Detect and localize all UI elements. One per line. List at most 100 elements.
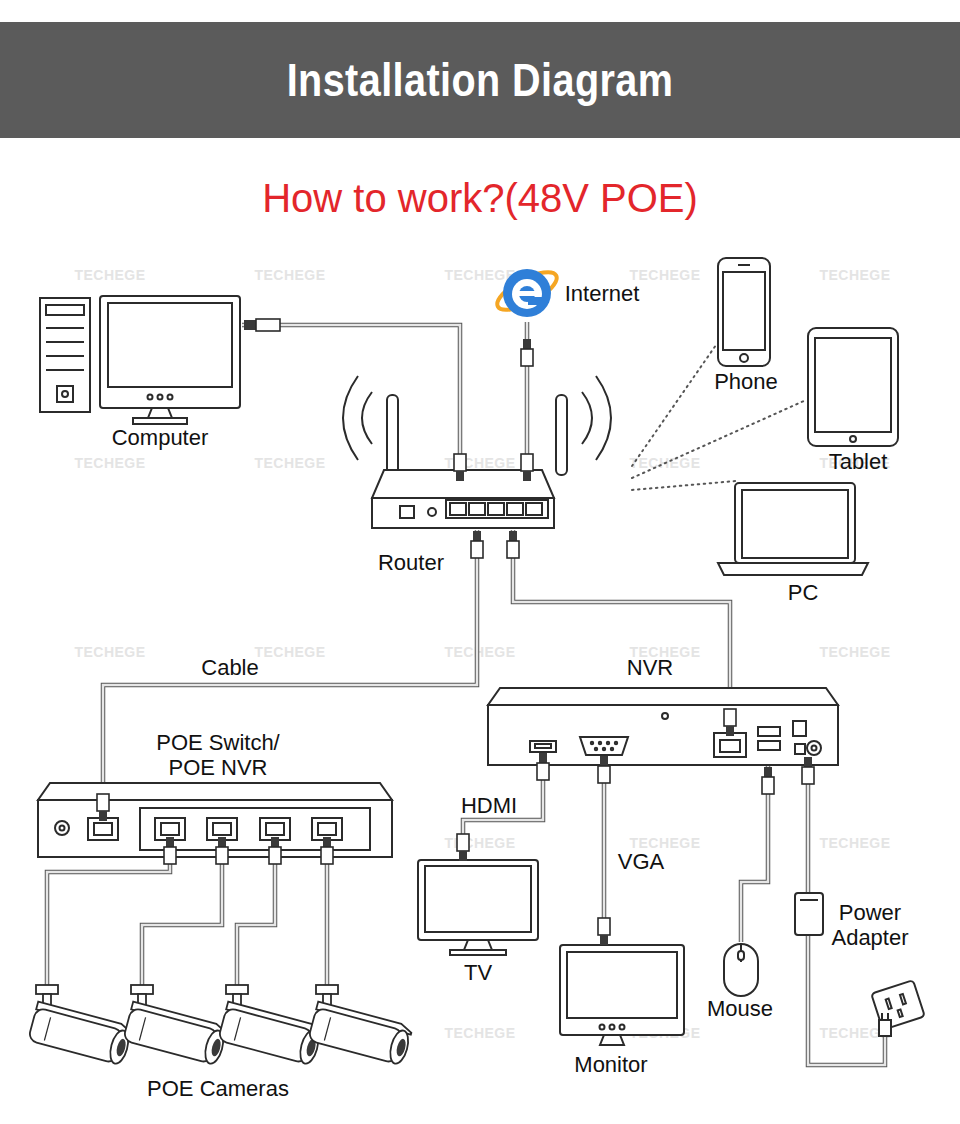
network-cable: [103, 530, 477, 783]
computer-illustration-part: [46, 341, 84, 343]
poe-switch-illustration-part: [155, 818, 185, 840]
computer-illustration-part: [46, 327, 84, 329]
computer-illustration-part: [100, 296, 240, 408]
nvr-illustration-part: [488, 688, 838, 705]
watermark: TECHEGE: [444, 835, 515, 851]
tablet-illustration-part: [808, 328, 898, 446]
mouse-illustration-part: [738, 951, 744, 960]
watermark: TECHEGE: [74, 455, 145, 471]
device-illustrations-part: [471, 531, 483, 558]
nvr-illustration-part: [812, 746, 817, 751]
laptop-illustration-part: [718, 563, 868, 575]
poe-switch-illustration-part: [55, 821, 69, 835]
nvr-illustration-part: [611, 748, 613, 750]
poe-cameras-illustration-part: [218, 985, 323, 1066]
monitor-illustration: [560, 945, 684, 1045]
computer-illustration: [40, 296, 240, 424]
poe-switch-illustration-part: [94, 823, 112, 835]
router-illustration-part: [488, 503, 504, 515]
cable-core: [103, 530, 477, 783]
device-illustrations-part: [724, 709, 736, 736]
poe-cameras-illustration-part: [28, 985, 133, 1066]
internet-node: Internet: [498, 262, 648, 322]
device-label: Phone: [701, 369, 791, 394]
computer-illustration-part: [148, 408, 172, 418]
device-label: Computer: [90, 425, 230, 450]
computer-illustration-part: [46, 305, 84, 315]
nvr-illustration-part: [580, 737, 628, 755]
nvr-illustration-part: [793, 721, 806, 736]
router-illustration-part: [556, 395, 567, 475]
computer-node: Computer: [38, 292, 242, 426]
wifi-waves-part: [582, 392, 592, 444]
watermark: TECHEGE: [74, 267, 145, 283]
watermark: TECHEGE: [254, 644, 325, 660]
mouse-node: Mouse: [722, 942, 760, 998]
phone-illustration-part: [738, 264, 750, 266]
device-label: NVR: [610, 655, 690, 680]
poe-cameras-illustration-part: [308, 985, 413, 1066]
tablet-illustration-part: [850, 436, 856, 442]
poe-switch-illustration: [38, 783, 392, 857]
laptop-illustration-part: [742, 490, 848, 558]
wifi-waves: [343, 376, 611, 460]
cable-label: VGA: [618, 849, 664, 875]
monitor-node: Monitor: [560, 945, 684, 1047]
cable-core: [326, 857, 329, 985]
computer-illustration-part: [133, 418, 187, 424]
device-label: Monitor: [556, 1052, 666, 1077]
router-illustration-part: [428, 508, 436, 516]
watermark: TECHEGE: [819, 267, 890, 283]
monitor-illustration-part: [600, 1035, 624, 1045]
computer-illustration-part: [148, 395, 153, 400]
monitor-illustration-part: [620, 1025, 625, 1030]
watermark: TECHEGE: [444, 644, 515, 660]
nvr-node: NVR: [488, 688, 838, 765]
wall-outlet-part: [900, 994, 906, 1004]
poe-switch-illustration-part: [318, 823, 336, 835]
cable-outline: [103, 530, 477, 783]
device-label: PC: [773, 580, 833, 605]
device-illustrations-part: [537, 753, 549, 780]
device-illustrations-part: [269, 837, 281, 864]
wall-outlet-part: [898, 1009, 903, 1017]
device-illustrations-part: [521, 454, 533, 481]
phone-illustration: [718, 258, 770, 366]
nvr-illustration-part: [720, 740, 740, 752]
monitor-illustration-part: [567, 952, 677, 1018]
computer-illustration-part: [40, 298, 90, 412]
device-illustrations-part: [97, 794, 109, 821]
phone-illustration-part: [723, 272, 765, 350]
wall-plug: [879, 1013, 891, 1036]
cable-outline: [47, 857, 170, 985]
network-cable: [242, 325, 460, 462]
power-adapter-illustration-part: [795, 893, 823, 935]
router-node: Router: [372, 462, 632, 530]
tv-illustration-part: [425, 866, 531, 932]
device-label: Router: [361, 550, 461, 575]
nvr-illustration-part: [795, 744, 805, 754]
nvr-illustration-part: [807, 741, 821, 755]
watermark: TECHEGE: [819, 644, 890, 660]
watermark: TECHEGE: [254, 267, 325, 283]
device-illustrations-part: [457, 834, 469, 861]
watermark: TECHEGE: [444, 267, 515, 283]
dotted-line: [632, 345, 716, 466]
nvr-illustration-part: [530, 741, 556, 752]
network-cable: [142, 857, 222, 985]
pc-node: PC: [718, 481, 870, 577]
nvr-illustration-part: [603, 748, 605, 750]
router-illustration-part: [526, 503, 542, 515]
wifi-waves-part: [362, 392, 372, 444]
nvr-illustration-part: [714, 733, 746, 757]
cable-core: [142, 857, 222, 985]
computer-illustration-part: [46, 355, 84, 357]
subtitle-text: How to work?(48V POE): [262, 176, 698, 221]
tv-illustration-part: [418, 860, 538, 940]
watermark: TECHEGE: [629, 267, 700, 283]
tv-illustration-part: [450, 950, 506, 955]
network-cable: [237, 857, 275, 985]
mouse-illustration-part: [724, 944, 758, 996]
